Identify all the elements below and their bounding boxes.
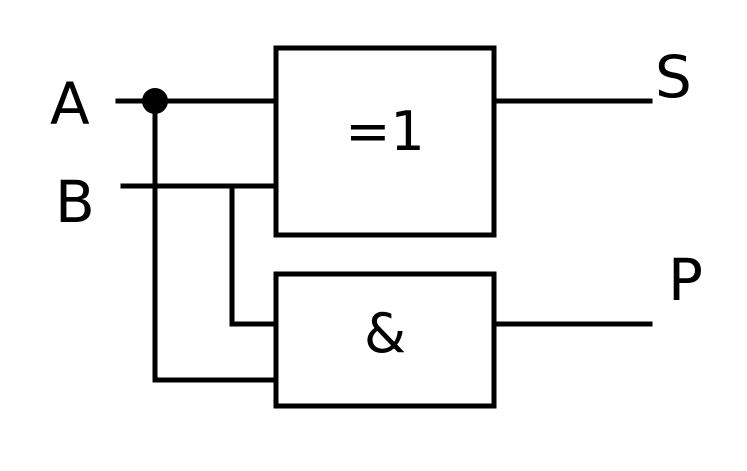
and-gate-label: & <box>364 302 406 365</box>
and-gate <box>273 271 497 409</box>
wire-a-to-and <box>152 98 278 383</box>
wire-b-to-and <box>229 183 278 327</box>
output-s-label: S <box>655 43 692 111</box>
output-p-label: P <box>668 246 703 314</box>
junction-dot <box>142 88 168 114</box>
input-a-label: A <box>50 70 90 138</box>
input-b-label: B <box>55 168 95 236</box>
xor-gate <box>273 45 497 238</box>
xor-gate-label: =1 <box>345 100 425 163</box>
